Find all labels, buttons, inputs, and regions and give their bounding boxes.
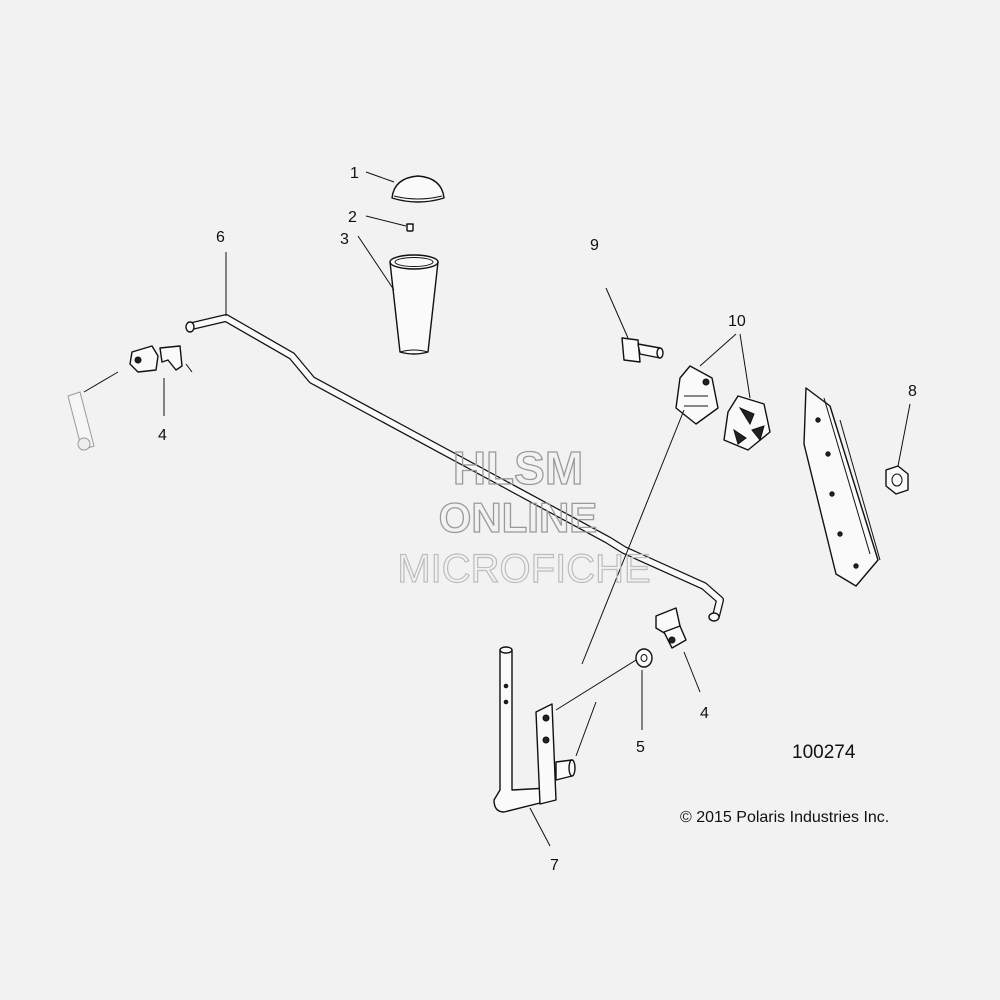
callout-6: 6 [216,229,225,246]
linkage-arm-left [67,391,95,451]
watermark-line-3: MICROFICHE [397,547,650,591]
part-7-shift-lever [493,646,576,813]
part-2-screw [406,223,414,232]
callout-3: 3 [340,231,349,248]
callout-7: 7 [550,857,559,874]
part-1-cap [391,175,445,203]
callout-numbers: 1 2 3 4 4 5 6 7 8 9 10 [158,165,917,874]
watermark-line-2: ONLINE [439,494,598,541]
callout-4-left: 4 [158,427,167,444]
callout-4-right: 4 [700,705,709,722]
callout-5: 5 [636,739,645,756]
callout-9: 9 [590,237,599,254]
watermark-line-1: HLSM [453,442,583,494]
part-3-knob [389,254,439,355]
reference-number: 100274 [792,742,856,763]
part-10-bushing-b [723,395,771,451]
part-10-bushing-a [675,365,719,425]
watermark: HLSM ONLINE MICROFICHE [397,441,652,591]
callout-8: 8 [908,383,917,400]
part-4-clip-right [655,607,687,649]
callout-1: 1 [350,165,359,182]
callout-10: 10 [728,313,746,330]
part-8-nut [885,465,909,495]
callout-2: 2 [348,209,357,226]
part-9-bolt [621,337,664,363]
part-6-shift-rod [185,314,724,622]
part-5-washer [635,648,653,668]
copyright-notice: © 2015 Polaris Industries Inc. [680,809,889,826]
leader-lines [83,171,911,847]
mounting-bracket [803,387,881,587]
part-4-clip-left [129,345,193,373]
